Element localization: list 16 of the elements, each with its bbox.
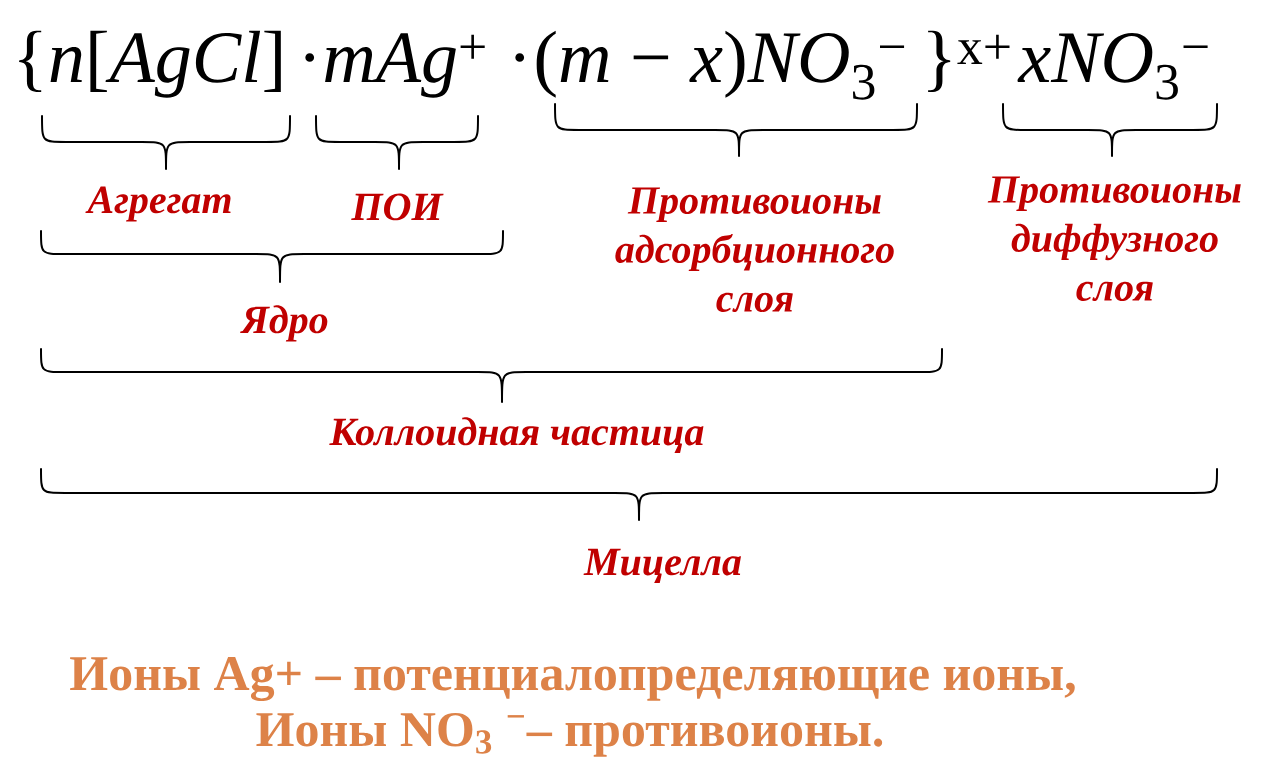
- note-text: Ионы Ag+ – потенциалопределяющие ионы,: [70, 657, 1075, 702]
- brace-label: Коллоидная частица: [329, 417, 704, 453]
- brace-label: ПОИ: [351, 193, 444, 221]
- formula-term: mAg$^{+}$: [325, 33, 485, 98]
- multiplication-dot: ·: [305, 53, 315, 62]
- formula-term: {n[AgCl]: [19, 30, 281, 98]
- brace-label: Противоионы диффузного слоя: [987, 176, 1241, 301]
- formula-term: xNO$_{3}$−: [1017, 33, 1208, 100]
- note-text: Ионы NO$_{3}$ $^{−}$– противоионы.: [256, 712, 883, 757]
- brace-label: Агрегат: [85, 186, 231, 222]
- brace-label: Мицелла: [583, 548, 741, 583]
- brace-label: Ядро: [240, 305, 328, 342]
- formula-term: (m − x)NO$_{3}$−: [536, 30, 905, 100]
- brace-label: Противоионы адсорбционного слоя: [615, 187, 894, 312]
- formula-term: }$^{x+}$: [928, 30, 1010, 92]
- multiplication-dot: ·: [515, 53, 525, 62]
